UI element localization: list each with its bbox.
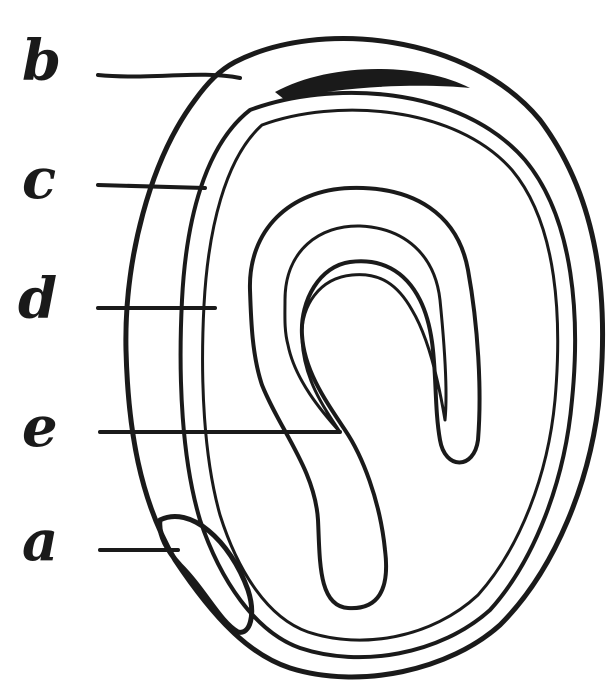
label-d: d <box>18 266 57 332</box>
embryo-core <box>285 226 446 432</box>
label-e: e <box>22 394 58 460</box>
leader-c <box>98 185 205 188</box>
leader-b <box>98 75 240 78</box>
label-a: a <box>22 508 58 574</box>
label-c: c <box>22 146 56 212</box>
label-b: b <box>22 28 61 94</box>
